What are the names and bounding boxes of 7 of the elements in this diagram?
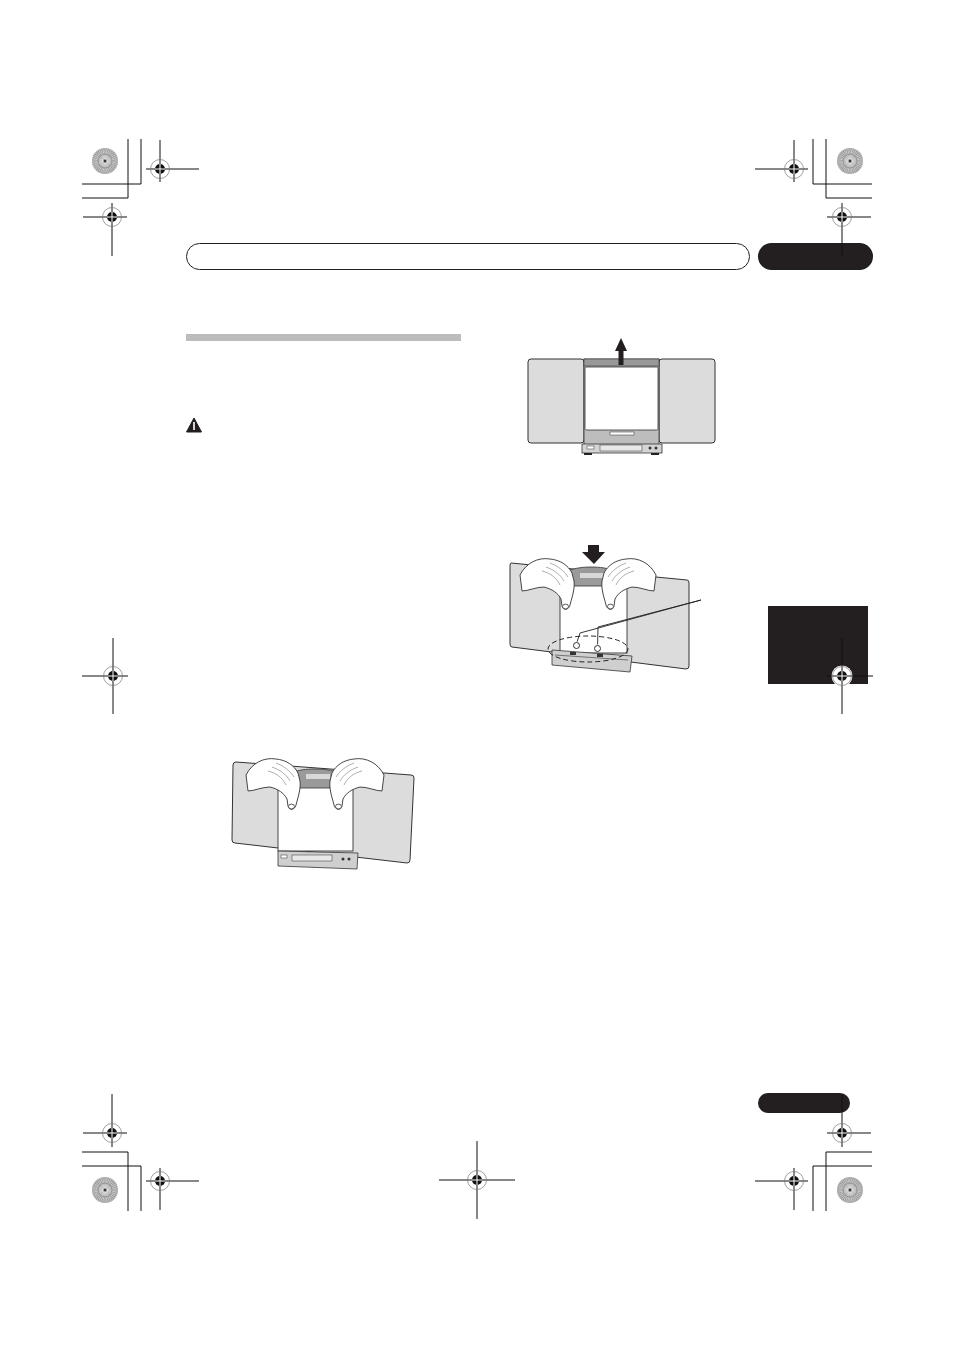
chapter-tab [758, 243, 873, 270]
hook-ring [594, 644, 601, 652]
header-bar [186, 243, 750, 270]
leader-line [597, 599, 702, 645]
side-tab [768, 606, 868, 684]
hook-ring [572, 641, 580, 649]
page-number-tab [758, 1093, 850, 1113]
